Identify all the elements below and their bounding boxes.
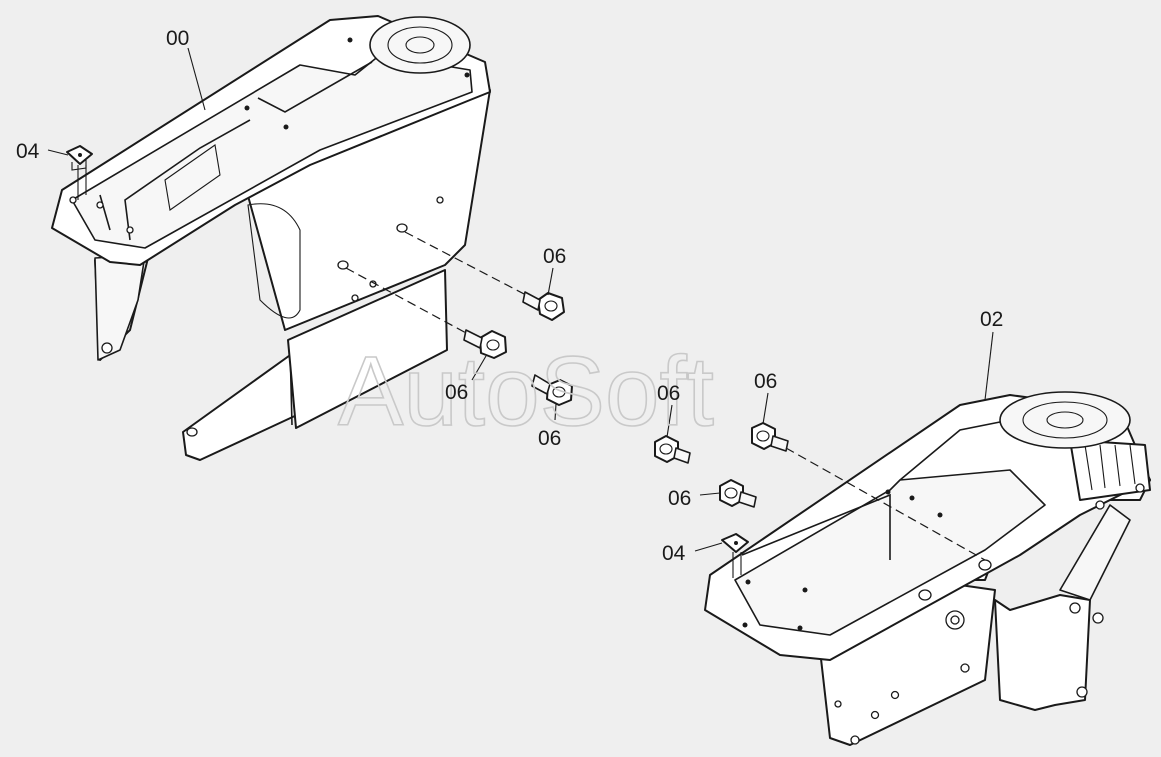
leader-06-1 (547, 267, 554, 296)
callout-06-bolt-5: 06 (754, 370, 777, 393)
bolt-06-1 (522, 291, 565, 321)
callout-04-left: 04 (16, 140, 40, 163)
assembly-line-1 (404, 231, 529, 297)
leader-06-5 (762, 392, 769, 425)
leader-06-3 (554, 403, 557, 421)
callout-06-bolt-1: 06 (543, 245, 566, 268)
callout-06-bolt-6: 06 (668, 487, 691, 510)
bolt-06-2 (463, 329, 507, 359)
leader-06-6 (699, 492, 721, 496)
callout-00: 00 (166, 27, 189, 50)
assembly-line-2 (345, 267, 469, 335)
leader-04-left (47, 149, 69, 156)
watermark: AutoSoft (338, 336, 714, 446)
bolt-06-4 (654, 435, 691, 464)
bolt-06-3 (531, 374, 573, 406)
clip-nut-right (721, 533, 749, 578)
assembly-line-3 (785, 447, 986, 561)
leader-06-2 (471, 355, 487, 381)
leader-06-4 (666, 404, 673, 438)
console-left (51, 15, 491, 461)
bolt-06-5 (751, 422, 789, 452)
console-right (704, 391, 1151, 746)
leader-02 (984, 331, 994, 401)
callout-04-right: 04 (662, 542, 686, 565)
callout-06-bolt-2: 06 (445, 381, 468, 404)
clip-nut-left (66, 145, 93, 200)
callout-02: 02 (980, 308, 1003, 331)
callout-06-bolt-4: 06 (657, 382, 680, 405)
leader-00 (187, 47, 206, 111)
leader-04-right (694, 542, 723, 552)
callout-06-bolt-3: 06 (538, 427, 561, 450)
bolt-06-6 (719, 479, 757, 508)
